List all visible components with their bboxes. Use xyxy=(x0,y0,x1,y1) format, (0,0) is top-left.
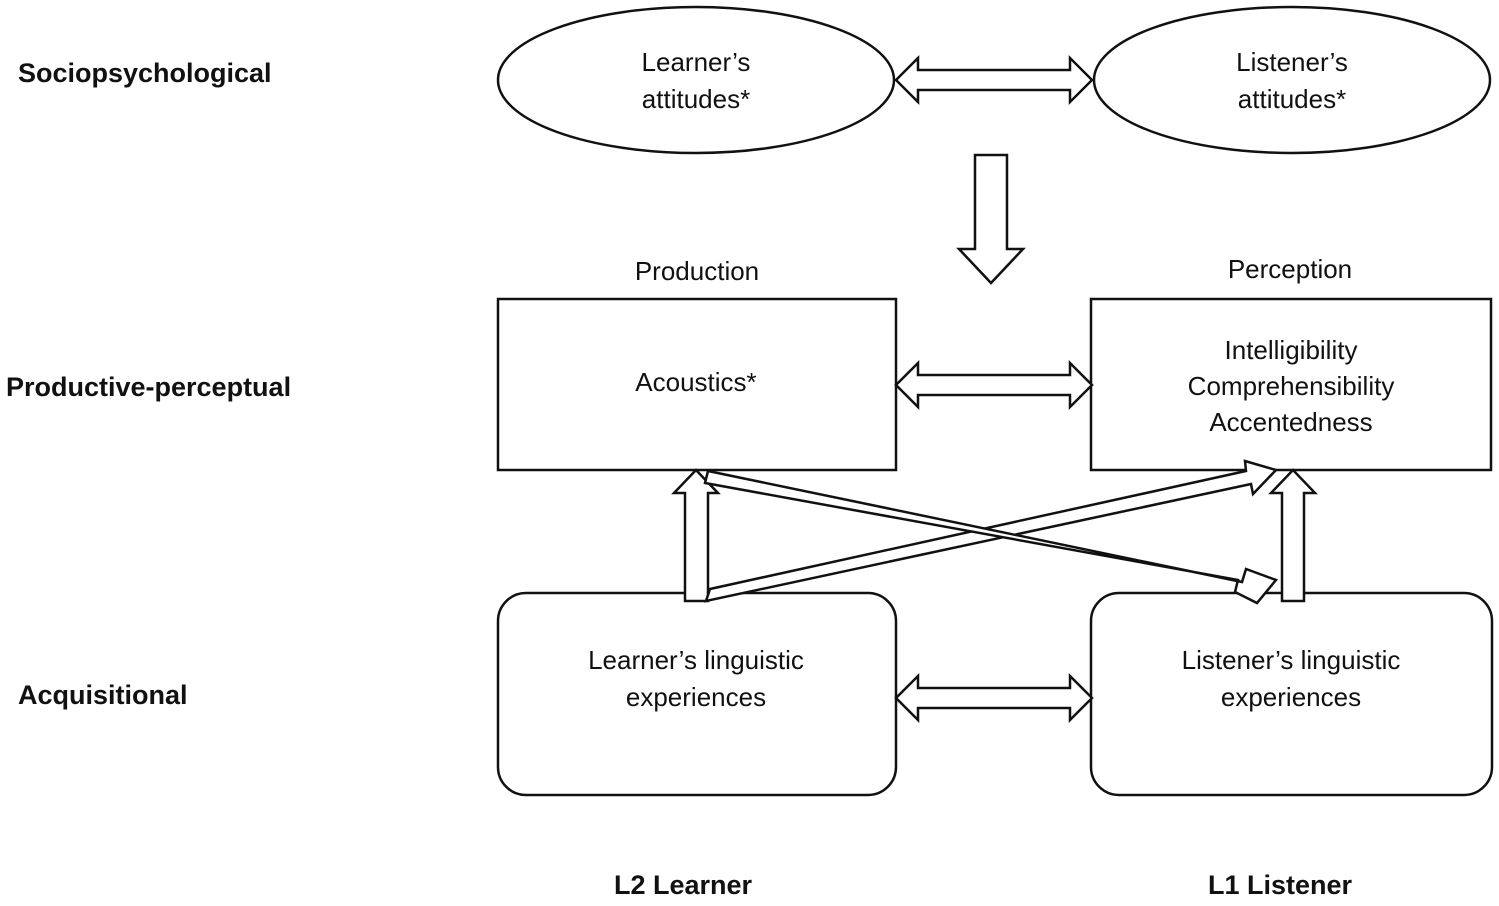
listener-attitudes-ellipse xyxy=(1092,5,1492,155)
learner-attitudes-label: Learner’s attitudes* xyxy=(520,42,872,120)
acoustics-label: Acoustics* xyxy=(520,362,872,402)
learner-attitudes-ellipse xyxy=(496,5,896,155)
listener-up-arrow xyxy=(1268,468,1318,603)
learner-experiences-line-2: experiences xyxy=(625,682,767,712)
listener-attitudes-label: Listener’s attitudes* xyxy=(1116,42,1468,120)
column-label-l2-learner: L2 Learner xyxy=(613,870,753,900)
comprehensibility-text: Comprehensibility xyxy=(1187,371,1395,401)
production-perception-double-arrow xyxy=(894,359,1094,411)
learner-attitudes-line-1: Learner’s xyxy=(641,47,751,77)
learner-experiences-label: Learner’s linguistic experiences xyxy=(510,640,882,718)
perception-measures-label: Intelligibility Comprehensibility Accent… xyxy=(1110,332,1472,440)
experiences-double-arrow xyxy=(894,672,1094,724)
accentedness-text: Accentedness xyxy=(1209,407,1373,437)
acoustics-line-1: Acoustics* xyxy=(635,366,757,397)
perception-measures-box xyxy=(1089,297,1493,472)
row-label-sociopsychological: Sociopsychological xyxy=(18,58,272,88)
row-label-productive-perceptual: Productive-perceptual xyxy=(6,372,292,402)
heading-production: Production xyxy=(634,256,760,286)
heading-perception: Perception xyxy=(1227,254,1353,284)
diagonal-arrow-listener-to-acoustics xyxy=(703,469,1279,605)
intelligibility-text: Intelligibility xyxy=(1224,335,1358,365)
learner-attitudes-line-2: attitudes* xyxy=(641,84,751,114)
listener-experiences-label: Listener’s linguistic experiences xyxy=(1105,640,1477,718)
column-label-l1-listener: L1 Listener xyxy=(1207,870,1353,900)
attitudes-double-arrow xyxy=(894,54,1094,106)
listener-attitudes-line-1: Listener’s xyxy=(1236,47,1348,77)
learner-up-arrow xyxy=(671,468,721,603)
listener-attitudes-line-2: attitudes* xyxy=(1237,84,1347,114)
down-arrow-icon xyxy=(956,153,1026,285)
listener-experiences-line-1: Listener’s linguistic xyxy=(1181,645,1401,675)
learner-experiences-line-1: Learner’s linguistic xyxy=(588,645,804,675)
listener-experiences-line-2: experiences xyxy=(1220,682,1362,712)
row-label-acquisitional: Acquisitional xyxy=(18,680,188,710)
